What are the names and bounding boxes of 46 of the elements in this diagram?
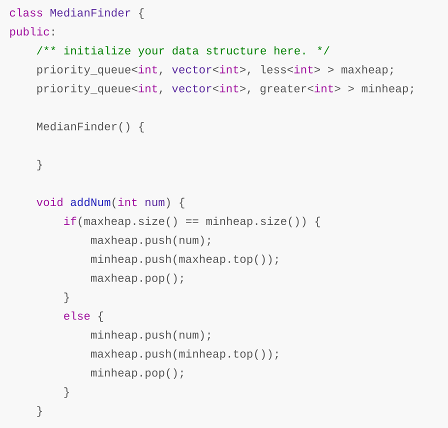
code-keyword: int (138, 84, 157, 92)
code-text: minheap.push(num); (91, 330, 210, 341)
code-text: ( (112, 198, 116, 208)
code-text: < (212, 66, 218, 72)
code-keyword: int (220, 84, 238, 92)
code-text: { (139, 8, 144, 19)
code-text: } (64, 292, 69, 304)
code-keyword: int (118, 198, 137, 206)
code-text: > > maxheap; (314, 65, 393, 76)
code-type-name: vector (172, 84, 212, 92)
code-text: , (160, 72, 162, 76)
code-comment: /** (36, 46, 56, 54)
code-type-name: num (146, 200, 164, 206)
code-text: >, greater< (240, 84, 314, 95)
code-keyword: int (314, 84, 334, 92)
code-text: minheap.pop(); (91, 368, 183, 379)
code-text: : (52, 29, 54, 36)
code-keyword: class (10, 8, 42, 17)
code-keyword: int (220, 65, 238, 74)
code-text: } (37, 160, 42, 170)
code-text: (maxheap.size() == minheap.size()) { (78, 216, 320, 228)
code-keyword: int (294, 65, 313, 74)
code-function-name: addNum (70, 198, 110, 206)
code-type-name: vector (172, 66, 212, 74)
code-text: , (160, 90, 162, 94)
code-text: > > minheap; (334, 84, 414, 95)
code-text: priority_queue< (37, 84, 138, 95)
code-keyword: else (64, 312, 90, 320)
code-text: priority_queue< (37, 65, 138, 76)
code-text: maxheap.push(num); (91, 236, 210, 246)
code-text: ) { (166, 198, 184, 208)
code-text: } (37, 406, 42, 417)
code-type-name: MedianFinder (50, 8, 130, 17)
code-text: { (98, 312, 104, 322)
code-keyword: if (64, 216, 76, 225)
code-keyword: int (138, 65, 157, 74)
code-text: minheap.push(maxheap.top()); (91, 254, 278, 266)
code-text: maxheap.pop(); (91, 274, 183, 284)
code-comment: initialize your data structure here. */ (64, 46, 330, 57)
code-text: maxheap.push(minheap.top()); (91, 349, 278, 360)
code-text: < (212, 86, 218, 92)
code-keyword: public (10, 27, 50, 38)
code-text: } (64, 387, 69, 398)
code-text: MedianFinder() { (37, 122, 144, 133)
code-text: >, less< (240, 65, 293, 76)
code-keyword: void (36, 198, 62, 206)
